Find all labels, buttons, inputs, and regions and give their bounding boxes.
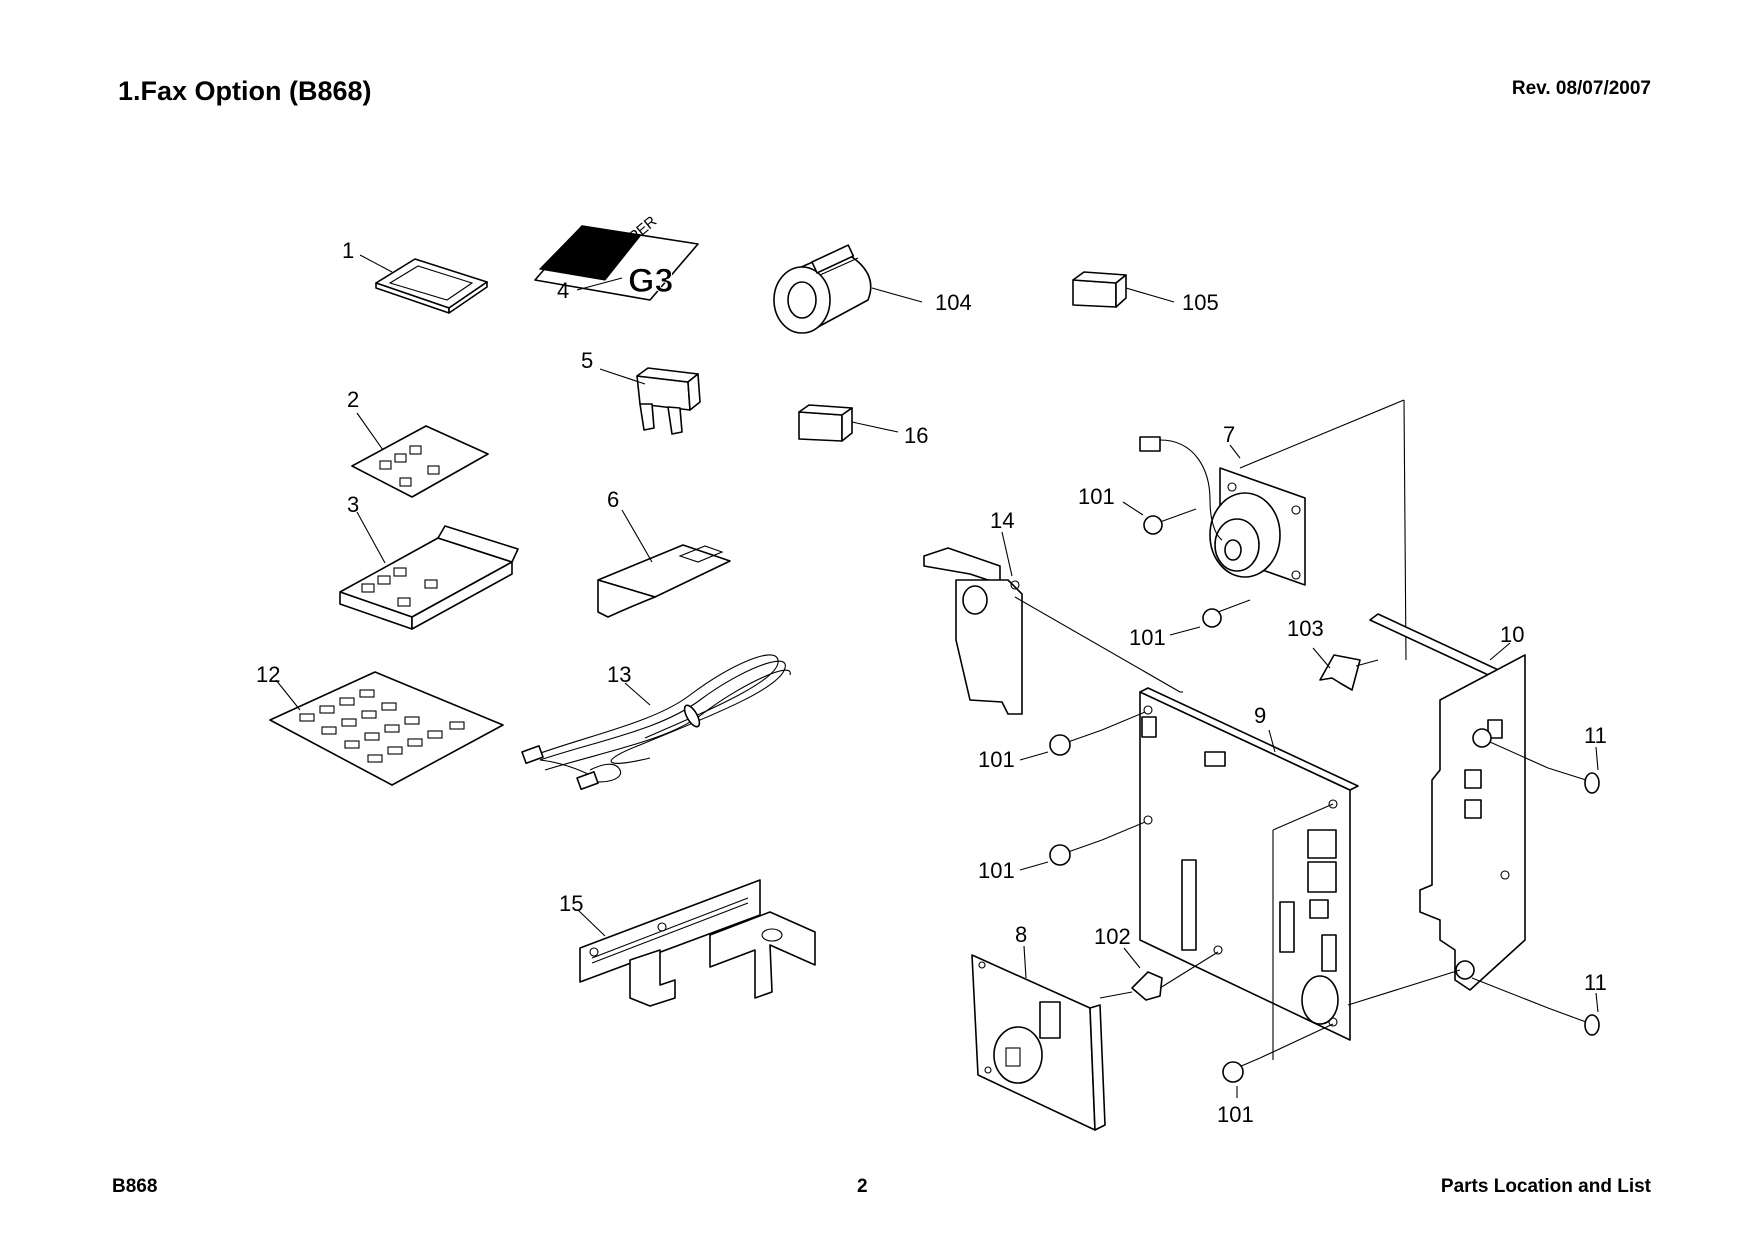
part-5-clip xyxy=(636,367,701,435)
part-104-ferrite-core xyxy=(773,244,872,334)
part-13-cable xyxy=(521,654,791,791)
callout-101-d: 101 xyxy=(978,858,1015,883)
part-14-bracket xyxy=(923,547,1023,715)
part-105-cap xyxy=(1072,271,1127,308)
callout-12: 12 xyxy=(256,662,280,687)
callout-2: 2 xyxy=(347,387,359,412)
callout-105: 105 xyxy=(1182,290,1219,315)
part-1-card xyxy=(375,258,488,314)
callout-102: 102 xyxy=(1094,924,1131,949)
footer-page-number: 2 xyxy=(857,1176,868,1197)
callout-5: 5 xyxy=(581,348,593,373)
part-101-screw-c xyxy=(1049,729,1103,756)
footer-section: Parts Location and List xyxy=(1440,1176,1651,1197)
callout-104: 104 xyxy=(935,290,972,315)
part-10-frame xyxy=(1369,613,1526,991)
part-8-daughter-board xyxy=(971,954,1106,1131)
part-11-screw-b xyxy=(1547,1007,1600,1036)
part-102-spacer xyxy=(1099,951,1219,1001)
callout-9: 9 xyxy=(1254,703,1266,728)
part-2-sheet xyxy=(351,425,489,498)
callout-7: 7 xyxy=(1223,422,1235,447)
callout-1: 1 xyxy=(342,238,354,263)
part-7-speaker xyxy=(1139,436,1306,586)
part-12-keypad-sheet xyxy=(269,671,504,786)
callout-101-e: 101 xyxy=(1217,1102,1254,1127)
callout-14: 14 xyxy=(990,508,1014,533)
part-103-clamp xyxy=(1319,654,1379,691)
callout-16: 16 xyxy=(904,423,928,448)
callout-11-a: 11 xyxy=(1584,723,1607,748)
part-4-decal: SUPER G3 xyxy=(534,213,699,301)
decal-g3-text: G3 xyxy=(628,262,673,300)
footer-model: B868 xyxy=(112,1176,158,1197)
part-15-bracket xyxy=(579,879,816,1007)
callout-10: 10 xyxy=(1500,622,1524,647)
part-6-cover xyxy=(597,544,731,618)
part-101-screw-d xyxy=(1049,839,1103,866)
callout-15: 15 xyxy=(559,891,583,916)
callout-101-a: 101 xyxy=(1078,484,1115,509)
callout-4: 4 xyxy=(557,278,569,303)
part-3-tray xyxy=(339,525,519,630)
callout-3: 3 xyxy=(347,492,359,517)
part-11-screw-a xyxy=(1547,767,1600,794)
part-101-screw-b xyxy=(1202,599,1251,628)
callout-11-b: 11 xyxy=(1584,970,1607,995)
callout-101-b: 101 xyxy=(1129,625,1166,650)
part-16-cap xyxy=(798,404,853,442)
revision-date: Rev. 08/07/2007 xyxy=(1511,78,1651,99)
callout-8: 8 xyxy=(1015,922,1027,947)
callout-103: 103 xyxy=(1287,616,1324,641)
callout-13: 13 xyxy=(607,662,631,687)
page-title: 1.Fax Option (B868) xyxy=(118,76,372,106)
part-101-screw-e xyxy=(1222,1057,1261,1083)
callout-101-c: 101 xyxy=(978,747,1015,772)
callout-6: 6 xyxy=(607,487,619,512)
part-9-fax-board xyxy=(1139,687,1359,1041)
part-101-screw-a xyxy=(1143,508,1197,535)
